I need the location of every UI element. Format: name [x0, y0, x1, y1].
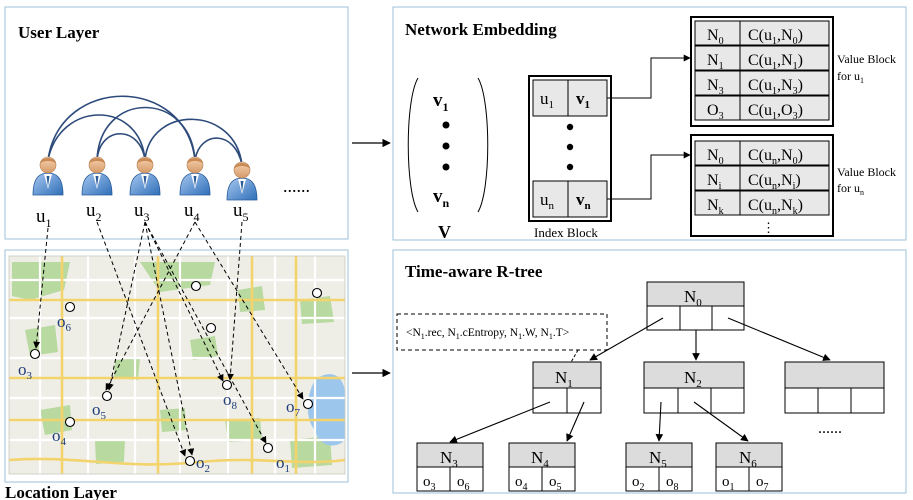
node-label: N1 [555, 368, 573, 390]
rtree-node-n1: N1 [532, 361, 602, 414]
svg-text:o3: o3 [18, 360, 33, 382]
rtree-node-unlabeled [784, 361, 885, 414]
value-row: N0 [707, 27, 724, 47]
rtree-leaf-n6: N6 o1 o7 [715, 442, 783, 493]
value-block-u1: N0 C(u1,N0) N1 C(u1,N1) N3 C(u1,N3) O3 C… [690, 16, 896, 127]
user-label: u4 [184, 200, 200, 224]
value-row: N0 [707, 147, 724, 167]
leaf-entry: o1 [722, 474, 735, 493]
vector-v1: v1 [433, 90, 449, 114]
poi-markers [190, 280, 323, 334]
rtree-title: Time-aware R-tree [405, 262, 543, 281]
index-block-label: Index Block [534, 225, 598, 240]
user-layer-title: User Layer [18, 23, 100, 42]
value-block-u1-label-2: for u1 [837, 69, 864, 85]
leaf-entry: o5 [549, 474, 562, 493]
value-block-un-label-2: for un [837, 181, 864, 197]
user-label: u1 [36, 206, 52, 230]
index-to-valuen-arrow [607, 151, 691, 200]
vector-name: V [438, 222, 451, 242]
svg-text:o8: o8 [223, 390, 238, 412]
leaf-entry: o2 [632, 474, 645, 493]
object-o1: o1 [262, 442, 290, 475]
location-objects: o1 o2 o3 o4 o5 o6 o7 o8 [18, 301, 314, 475]
value-block-un-more: ⋮ [762, 220, 775, 235]
embedding-vector: v1 vn V [407, 77, 489, 242]
value-row: Ni [707, 172, 722, 192]
value-row: C(un,N0) [748, 147, 803, 167]
svg-text:o1: o1 [276, 453, 290, 475]
leaf-label: N5 [649, 448, 667, 470]
lake [307, 374, 345, 446]
node-annotation: <N1.rec, N1.cEntropy, N1.W, N1.T> [396, 313, 608, 365]
leaf-label: N6 [739, 448, 757, 470]
user-layer-panel [4, 6, 349, 240]
rtree-leaf-n3: N3 o3 o6 [416, 442, 484, 493]
svg-text:o5: o5 [92, 400, 107, 422]
leaf-label: N4 [531, 448, 549, 470]
user-label: u5 [233, 200, 249, 224]
index-row-1-key: u1 [540, 89, 554, 111]
value-row: Nk [707, 197, 724, 217]
value-row: O3 [707, 102, 724, 122]
value-block-un-rows: N0 C(un,N0) Ni C(un,Ni) Nk C(un,Nk) [707, 147, 803, 217]
leaf-entry: o7 [756, 474, 769, 493]
leaf-label: N3 [440, 448, 458, 470]
object-o3: o3 [18, 348, 41, 382]
value-block-u1-label-1: Value Block [837, 52, 896, 66]
social-links [47, 95, 243, 166]
index-block: u1 v1 un vn Index Block [528, 75, 612, 240]
value-row: C(u1,N0) [748, 27, 803, 47]
node-label: N2 [684, 368, 702, 390]
value-row: C(un,Ni) [748, 172, 801, 192]
root-label: N0 [684, 287, 702, 309]
leaf-entry: o3 [423, 474, 436, 493]
value-block-un: N0 C(un,N0) Ni C(un,Ni) Nk C(un,Nk) ⋮ Va… [690, 134, 896, 237]
checkin-arrows [33, 221, 304, 457]
leaf-entry: o6 [457, 474, 470, 493]
value-block-u1-rows: N0 C(u1,N0) N1 C(u1,N1) N3 C(u1,N3) O3 C… [707, 27, 803, 122]
index-to-value1-arrow [607, 54, 691, 99]
index-row-n-val: vn [576, 190, 591, 212]
leaf-entry: o8 [666, 474, 679, 493]
user-label: u2 [86, 200, 102, 224]
svg-text:o6: o6 [57, 312, 72, 334]
value-block-un-label-1: Value Block [837, 165, 896, 179]
object-o6: o6 [57, 301, 76, 334]
object-o4: o4 [52, 416, 76, 448]
value-row: C(un,Nk) [748, 197, 803, 217]
index-row-n-key: un [540, 190, 555, 212]
rtree-node-n2: N2 [643, 361, 745, 414]
object-o5: o5 [92, 390, 113, 422]
svg-text:o7: o7 [286, 397, 301, 419]
user-label: u3 [134, 200, 150, 224]
annotation-text: <N1.rec, N1.cEntropy, N1.W, N1.T> [406, 327, 569, 341]
rtree-edges [449, 317, 831, 444]
index-row-1-val: v1 [576, 89, 590, 111]
svg-text:o4: o4 [52, 426, 67, 448]
svg-text:o2: o2 [196, 453, 210, 475]
value-row: C(u1,N1) [748, 52, 803, 72]
object-o2: o2 [184, 453, 210, 475]
location-layer-title: Location Layer [5, 483, 117, 500]
value-row: N3 [707, 77, 724, 97]
rtree-leaf-n5: N5 o2 o8 [625, 442, 693, 493]
rtree-leaf-n4: N4 o4 o5 [508, 442, 576, 493]
users-ellipsis: ...... [283, 176, 310, 196]
network-embedding-title: Network Embedding [405, 20, 557, 39]
rtree-ellipsis: ...... [818, 420, 842, 437]
user-labels: u1 u2 u3 u4 u5 [36, 200, 249, 230]
value-row: C(u1,O3) [748, 102, 803, 122]
leaf-entry: o4 [515, 474, 528, 493]
value-row: N1 [707, 52, 724, 72]
object-o7: o7 [286, 397, 314, 419]
vector-vn: vn [433, 186, 450, 210]
value-row: C(u1,N3) [748, 77, 803, 97]
rtree-root-node: N0 [646, 281, 745, 331]
